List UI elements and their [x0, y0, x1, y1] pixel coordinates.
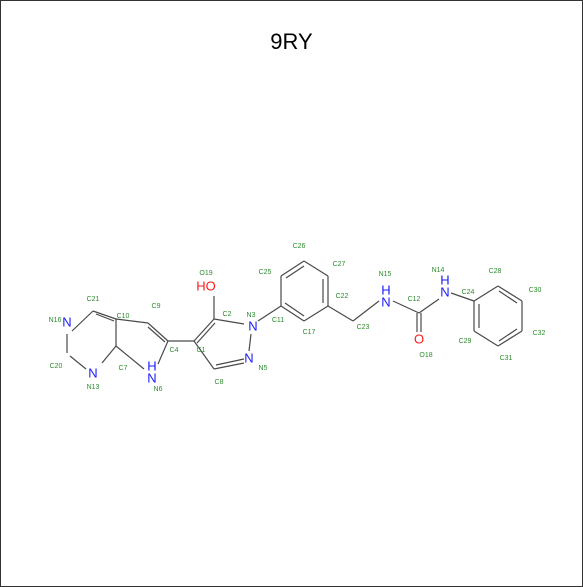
atom-n-pyrimidine-1: N [62, 314, 71, 329]
molecule-title: 9RY [270, 29, 313, 54]
bond [92, 310, 117, 320]
bond [248, 333, 252, 352]
atom-label: C11 [272, 317, 284, 324]
atom-nh-urea-1: N [381, 294, 390, 309]
bond [101, 345, 117, 364]
atom-label: O18 [419, 352, 432, 359]
bond [418, 298, 440, 314]
bond [213, 362, 245, 370]
atom-o-carbonyl: O [414, 331, 424, 346]
atom-label: O19 [199, 270, 212, 277]
bond [193, 340, 215, 370]
bond [196, 322, 216, 344]
atom-label: C24 [462, 289, 475, 296]
bond [215, 358, 245, 366]
bond [257, 305, 282, 322]
atom-label: N5 [259, 365, 268, 372]
atom-label: C28 [489, 268, 502, 275]
atom-label: C22 [336, 293, 349, 300]
bond [71, 310, 94, 332]
atom-label: C1 [197, 347, 206, 354]
atom-label: C29 [459, 338, 472, 345]
bond [498, 290, 518, 304]
atom-nh-urea-2-h: H [440, 272, 449, 287]
bond [147, 326, 166, 343]
bond [497, 330, 523, 347]
atom-n-pyrazole-2: N [244, 350, 253, 365]
atom-label: C32 [533, 330, 546, 337]
atom-nh-pyrrole-n: N [147, 370, 156, 385]
atom-n-pyrimidine-2: N [88, 365, 97, 380]
atom-label: C7 [119, 365, 128, 372]
bond [303, 260, 329, 277]
atom-label: C2 [223, 311, 232, 318]
bond [284, 302, 305, 317]
bond [193, 318, 215, 342]
atom-nh-pyrrole: H [147, 358, 156, 373]
atom-label: C21 [87, 296, 100, 303]
bond [497, 285, 523, 302]
bonds [66, 260, 523, 370]
atom-label: C27 [333, 261, 346, 268]
bond [95, 313, 115, 322]
bond [327, 305, 354, 322]
bond [69, 355, 87, 370]
atom-label: N14 [432, 267, 445, 274]
atom-label: C31 [500, 355, 513, 362]
atom-label: C25 [259, 269, 272, 276]
bond [115, 345, 145, 370]
atom-label: C9 [152, 303, 161, 310]
atom-label: C4 [170, 347, 179, 354]
heteroatom-labels: N N H N HO N N H N H N O [62, 272, 449, 385]
atom-label: N3 [247, 312, 256, 319]
atom-index-labels: N16 C21 C10 C9 C20 N13 C7 C4 N6 O19 C2 C… [49, 243, 546, 393]
bond [115, 318, 149, 324]
atom-label: N16 [49, 317, 62, 324]
atom-label: C23 [357, 324, 370, 331]
atom-n-pyrazole-1: N [248, 318, 257, 333]
bond [352, 300, 380, 322]
bond [498, 328, 518, 342]
atom-label: C26 [293, 243, 306, 250]
atom-label: C30 [529, 287, 542, 294]
bond [303, 305, 329, 322]
atom-label: C8 [215, 379, 224, 386]
bond [280, 260, 305, 277]
bond [450, 292, 475, 302]
bond [157, 340, 169, 365]
bond [392, 300, 420, 314]
bond [280, 305, 305, 322]
bond [285, 265, 305, 279]
atom-label: N15 [379, 271, 392, 278]
bond [213, 318, 245, 325]
atom-label: C17 [303, 329, 316, 336]
atom-label: C12 [408, 296, 421, 303]
bond [147, 322, 169, 342]
bond [473, 330, 499, 347]
atom-label: C10 [117, 313, 130, 320]
atom-label: N6 [154, 386, 163, 393]
atom-label: N13 [87, 384, 100, 391]
atom-hydroxyl: HO [196, 278, 216, 293]
atom-nh-urea-2: N [440, 284, 449, 299]
atom-nh-urea-1-h: H [381, 282, 390, 297]
bond [473, 285, 499, 302]
atom-label: C20 [50, 363, 63, 370]
